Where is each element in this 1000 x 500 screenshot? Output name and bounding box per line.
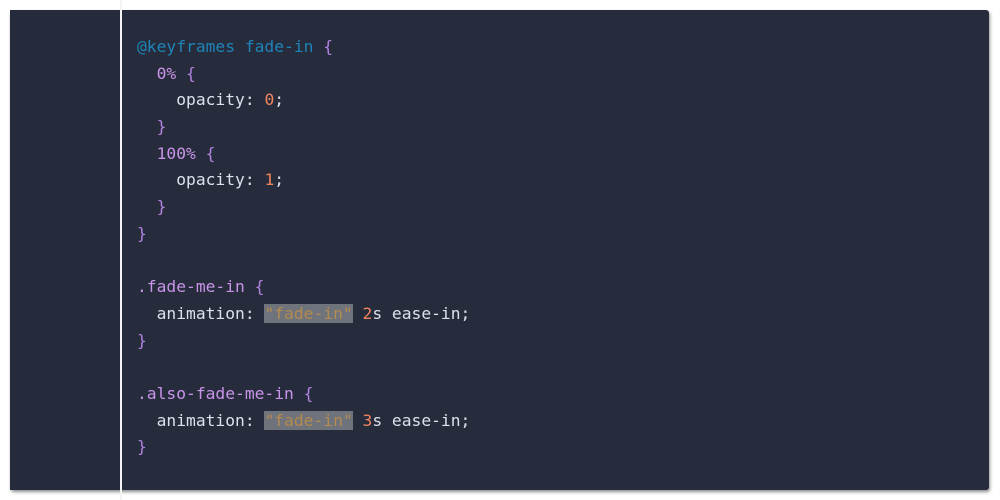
code-token-brace: { — [254, 277, 265, 297]
code-line: @keyframes fade-in { — [137, 34, 470, 61]
code-token-plain — [353, 304, 363, 323]
code-token-str: "fade-in" — [264, 410, 353, 430]
code-line: } — [137, 328, 470, 355]
code-line: .fade-me-in { — [137, 274, 470, 301]
indent — [137, 144, 157, 163]
code-token-plain — [353, 411, 363, 430]
code-token-pct: 0% — [156, 63, 177, 83]
code-line: .also-fade-me-in { — [137, 381, 470, 408]
code-token-num: 3 — [362, 410, 373, 430]
code-token-punc: ; — [274, 90, 285, 110]
code-token-brace: } — [156, 117, 167, 137]
code-token-brace: } — [137, 223, 147, 243]
gutter-divider — [120, 0, 122, 500]
code-token-plain — [294, 384, 304, 403]
code-line: } — [137, 434, 470, 461]
code-token-brace: { — [205, 143, 216, 163]
code-line: } — [137, 194, 470, 221]
code-token-prop: opacity — [176, 170, 245, 190]
indent — [137, 197, 157, 216]
code-token-brace: } — [137, 330, 147, 350]
code-token-punc: : — [244, 410, 265, 430]
code-line: } — [137, 221, 470, 248]
indent — [137, 90, 176, 109]
code-token-num: 1 — [264, 170, 275, 190]
code-token-at: @keyframes fade-in — [137, 37, 314, 56]
code-token-plain: s ease-in — [372, 303, 461, 323]
indent — [137, 117, 157, 136]
code-token-punc: : — [244, 170, 265, 190]
code-token-plain — [176, 64, 186, 83]
code-line — [137, 248, 470, 275]
indent — [137, 411, 157, 430]
code-token-plain — [313, 37, 323, 56]
code-token-punc: ; — [460, 410, 471, 430]
code-token-prop: animation — [156, 303, 245, 323]
code-token-plain — [196, 144, 206, 163]
code-line: animation: "fade-in" 2s ease-in; — [137, 301, 470, 328]
code-token-brace: } — [156, 197, 167, 217]
code-token-plain: s ease-in — [372, 410, 461, 430]
code-line — [137, 354, 470, 381]
code-line: animation: "fade-in" 3s ease-in; — [137, 408, 470, 435]
code-line: 100% { — [137, 141, 470, 168]
code-token-prop: opacity — [176, 90, 245, 110]
code-line: } — [137, 114, 470, 141]
code-area[interactable]: @keyframes fade-in { 0% { opacity: 0; } … — [137, 34, 470, 461]
indent — [137, 304, 157, 323]
code-token-brace: } — [137, 437, 147, 457]
code-token-punc: ; — [460, 303, 471, 323]
code-token-brace: { — [323, 37, 334, 56]
code-line: 0% { — [137, 61, 470, 88]
code-token-pct: 100% — [156, 143, 196, 163]
code-token-punc: ; — [274, 170, 285, 190]
line-gutter — [10, 10, 120, 490]
code-token-brace: { — [186, 63, 196, 83]
code-token-num: 0 — [264, 90, 275, 110]
code-editor-panel: @keyframes fade-in { 0% { opacity: 0; } … — [10, 0, 989, 500]
code-token-sel: .fade-me-in — [137, 277, 245, 297]
code-token-brace: { — [303, 383, 314, 403]
code-token-plain — [245, 277, 255, 296]
indent — [137, 170, 176, 189]
code-line: opacity: 0; — [137, 87, 470, 114]
code-token-num: 2 — [362, 303, 373, 323]
code-token-str: "fade-in" — [264, 303, 353, 323]
indent — [137, 64, 157, 83]
code-token-prop: animation — [156, 410, 245, 430]
code-token-sel: .also-fade-me-in — [137, 383, 294, 403]
code-token-punc: : — [244, 90, 265, 110]
code-token-punc: : — [244, 303, 265, 323]
code-line: opacity: 1; — [137, 167, 470, 194]
